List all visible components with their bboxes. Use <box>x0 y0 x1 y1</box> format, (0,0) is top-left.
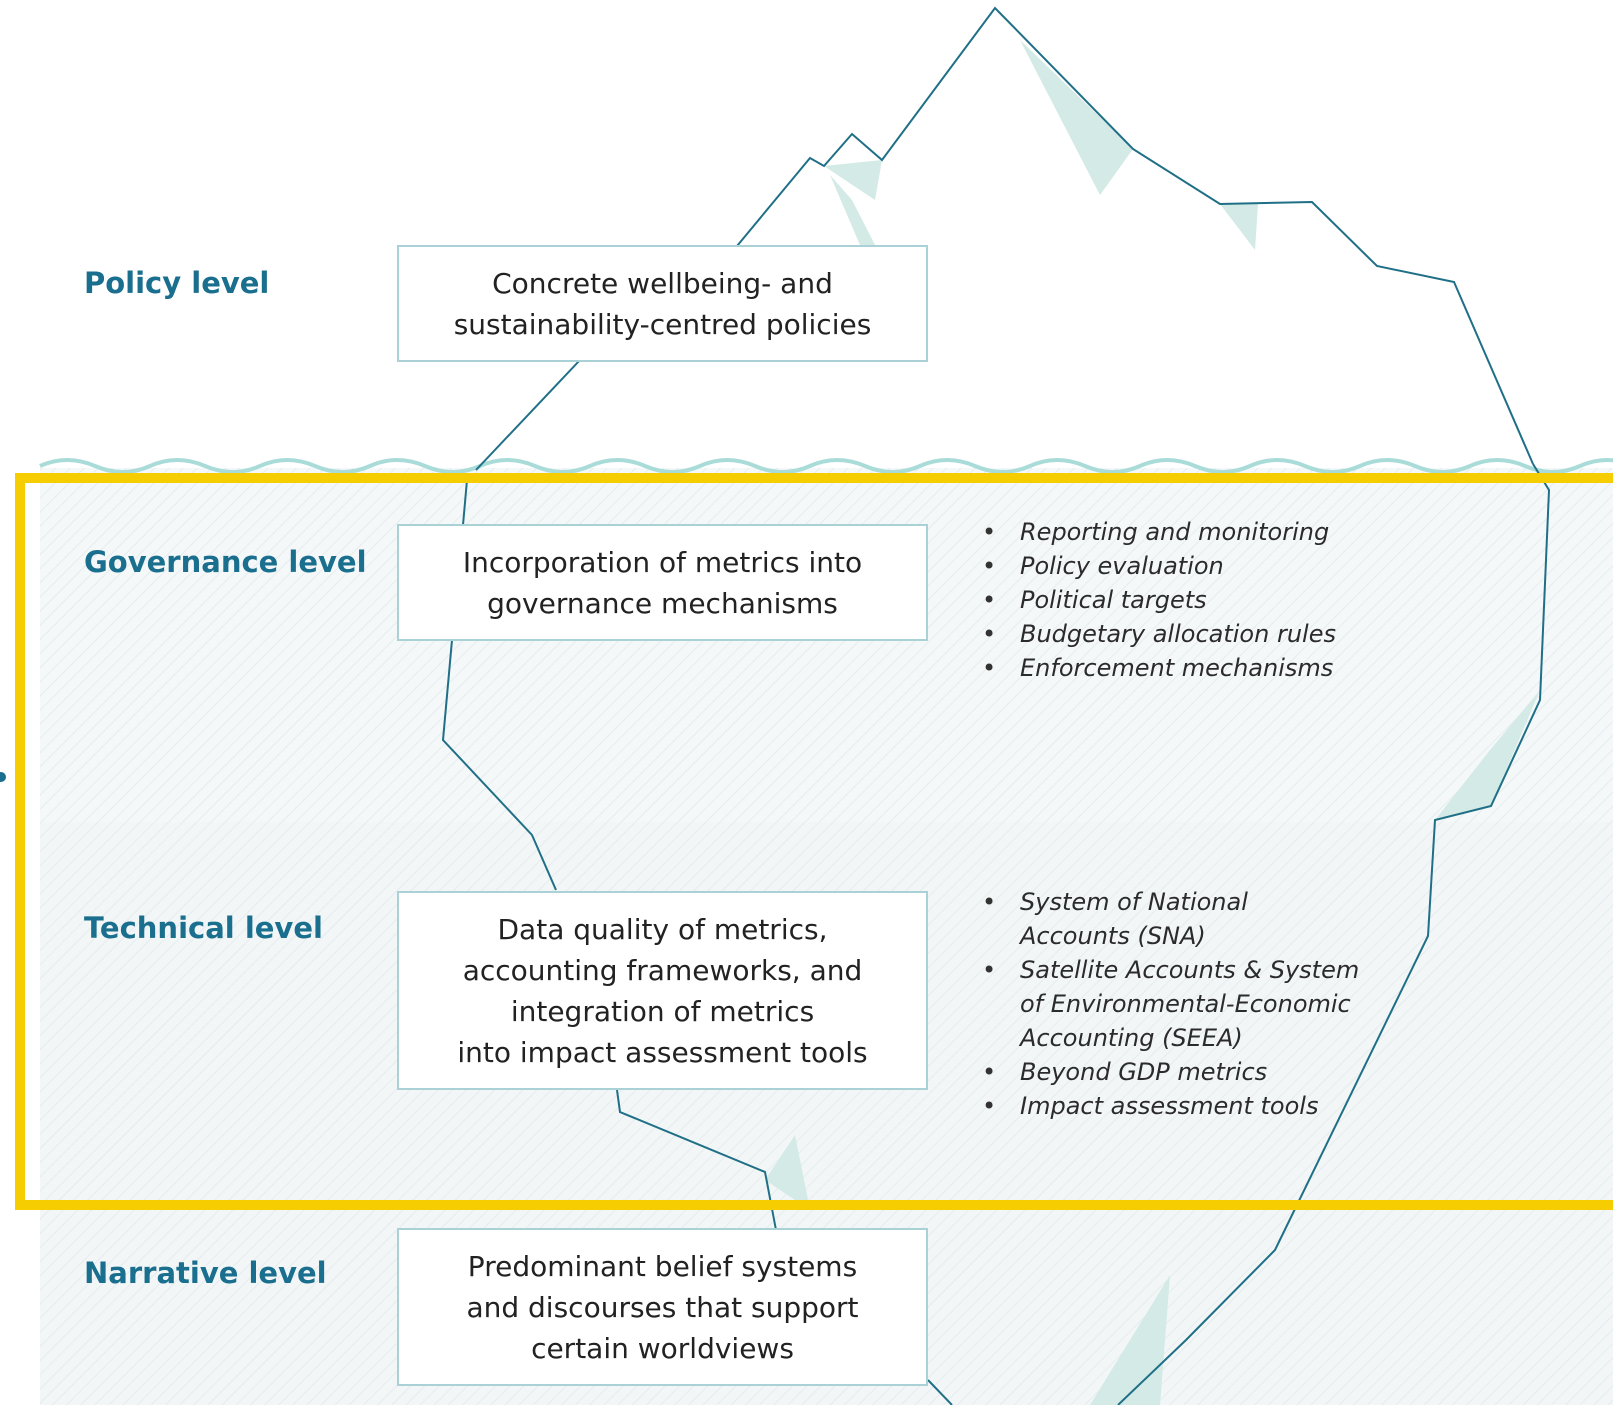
ice-facets <box>765 40 1540 1405</box>
highlight-frame <box>15 473 1613 1210</box>
policy-level-label: Policy level <box>84 266 270 300</box>
list-item: Beyond GDP metrics <box>982 1055 1359 1089</box>
technical-box-text: Data quality of metrics, accounting fram… <box>457 912 868 1069</box>
edge-dot <box>0 772 6 782</box>
list-item: Political targets <box>982 583 1336 617</box>
narrative-level-label: Narrative level <box>84 1256 327 1290</box>
iceberg-outline-left-bottom <box>441 479 953 1405</box>
governance-box: Incorporation of metrics into governance… <box>397 524 928 641</box>
list-item: Reporting and monitoring <box>982 515 1336 549</box>
narrative-box: Predominant belief systems and discourse… <box>397 1228 928 1386</box>
list-item: System of National Accounts (SNA) <box>982 885 1359 953</box>
water-line <box>39 458 1613 474</box>
iceberg-outline-left-top <box>475 359 581 471</box>
list-item: Impact assessment tools <box>982 1089 1359 1123</box>
list-item: Policy evaluation <box>982 549 1336 583</box>
technical-box: Data quality of metrics, accounting fram… <box>397 891 928 1090</box>
list-item: Budgetary allocation rules <box>982 617 1336 651</box>
governance-level-label: Governance level <box>84 545 367 579</box>
list-item: Satellite Accounts & System of Environme… <box>982 953 1359 1055</box>
governance-box-text: Incorporation of metrics into governance… <box>462 545 863 620</box>
governance-bullet-list: Reporting and monitoring Policy evaluati… <box>982 515 1336 685</box>
policy-box-text: Concrete wellbeing- and sustainability-c… <box>453 266 872 341</box>
narrative-box-text: Predominant belief systems and discourse… <box>466 1249 859 1365</box>
technical-bullet-list: System of National Accounts (SNA) Satell… <box>982 885 1359 1123</box>
iceberg-outline-top <box>736 6 1534 465</box>
technical-level-label: Technical level <box>84 911 323 945</box>
list-item: Enforcement mechanisms <box>982 651 1336 685</box>
policy-box: Concrete wellbeing- and sustainability-c… <box>397 245 928 362</box>
iceberg-outline-right-bottom <box>1117 463 1551 1405</box>
